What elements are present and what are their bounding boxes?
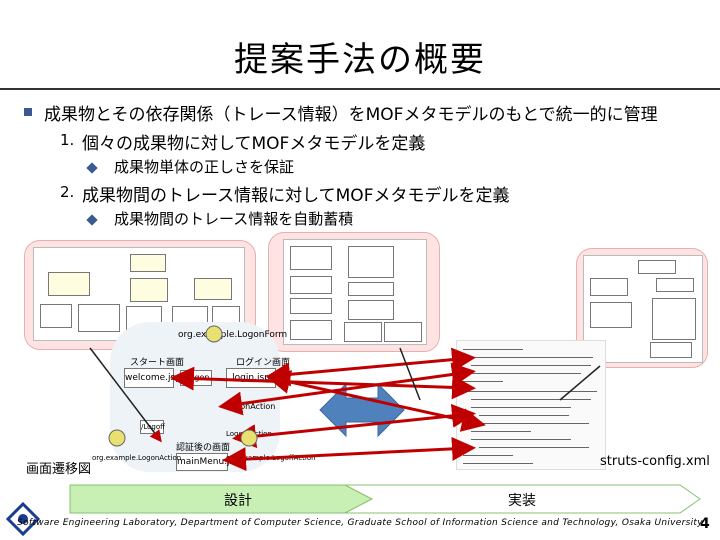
uml-class-box [48, 272, 90, 296]
main-bullet-text: 成果物とその依存関係（トレース情報）をMOFメタモデルのもとで統一的に管理 [44, 105, 658, 125]
uml-class-box [384, 322, 422, 342]
footer-text: Software Engineering Laboratory, Departm… [17, 518, 703, 528]
item-2-text: 成果物間のトレース情報に対してMOFメタモデルを定義 [82, 186, 510, 206]
uml-class-box [130, 278, 168, 302]
square-bullet-icon [24, 108, 32, 116]
title-divider [0, 88, 720, 90]
uml-class-box [194, 278, 232, 300]
impl-label: 実装 [508, 493, 536, 509]
item-1-sub: 成果物単体の正しさを保証 [114, 158, 295, 176]
uml-diagram-center [283, 239, 427, 345]
uml-class-box [290, 298, 332, 314]
metamodel-bubble-center [268, 232, 440, 352]
uml-class-box [344, 322, 382, 342]
page-number: 4 [700, 516, 710, 532]
uml-class-box [656, 278, 694, 292]
start-label: スタート画面 [130, 358, 185, 368]
slide-title: 提案手法の概要 [234, 40, 486, 80]
uml-class-box [290, 276, 332, 294]
uml-class-box [78, 304, 120, 332]
uml-class-box [590, 278, 628, 296]
item-2-number: 2. [60, 183, 75, 201]
item-2-sub: 成果物間のトレース情報を自動蓄積 [114, 210, 354, 228]
uml-diagram-right [583, 255, 703, 363]
uml-class-box [590, 302, 632, 328]
uml-class-box [638, 260, 676, 274]
uml-class-box [290, 246, 332, 270]
right-caption: struts-config.xml [600, 454, 710, 469]
uml-class-box [348, 282, 394, 296]
auth-screen-label: 認証後の画面 [176, 443, 231, 453]
uml-class-box [348, 246, 394, 278]
design-label: 設計 [224, 493, 252, 509]
university-logo-icon [6, 502, 40, 536]
item-1-number: 1. [60, 131, 75, 149]
uml-class-box [652, 298, 696, 340]
uml-class-box [348, 300, 394, 320]
form-node-label: org.example.LogonForm [178, 330, 288, 340]
uml-class-box [290, 320, 332, 340]
left-caption: 画面遷移図 [26, 462, 92, 477]
action-node-label: org.example.LogonAction [92, 454, 182, 462]
uml-class-box [40, 304, 72, 328]
uml-class-box [650, 342, 692, 358]
uml-class-box [130, 254, 166, 272]
item-1-text: 個々の成果物に対してMOFメタモデルを定義 [82, 134, 426, 154]
